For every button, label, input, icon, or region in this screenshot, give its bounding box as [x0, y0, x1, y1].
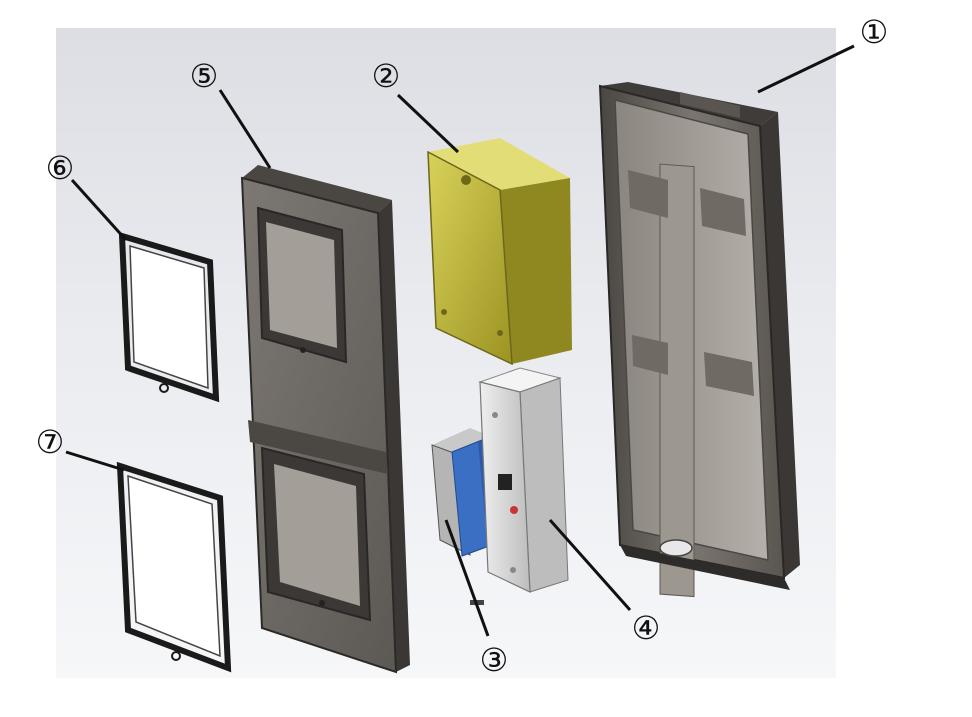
part-1-back-box — [598, 82, 800, 598]
callout-6: ⑥ — [45, 149, 75, 187]
callout-3: ③ — [479, 641, 509, 679]
leader-line-7 — [65, 450, 125, 472]
leader-line-2 — [396, 93, 460, 154]
leader-lines — [65, 44, 855, 637]
leader-line-6 — [70, 178, 128, 242]
callout-1: ① — [859, 13, 889, 51]
leader-line-1 — [757, 44, 855, 94]
leader-line-4 — [548, 519, 632, 611]
part-6-upper-window-frame — [118, 231, 220, 403]
part-5-front-panel — [240, 165, 410, 674]
callout-4: ④ — [631, 609, 661, 647]
leader-line-5 — [218, 89, 272, 169]
part-7-lower-window-frame — [116, 461, 232, 673]
part-2-meter-cover — [427, 138, 572, 366]
part-4-terminal-module — [478, 367, 569, 593]
leader-line-3 — [444, 519, 490, 637]
callout-5: ⑤ — [189, 57, 219, 95]
callout-2: ② — [371, 57, 401, 95]
callout-7: ⑦ — [35, 423, 65, 461]
